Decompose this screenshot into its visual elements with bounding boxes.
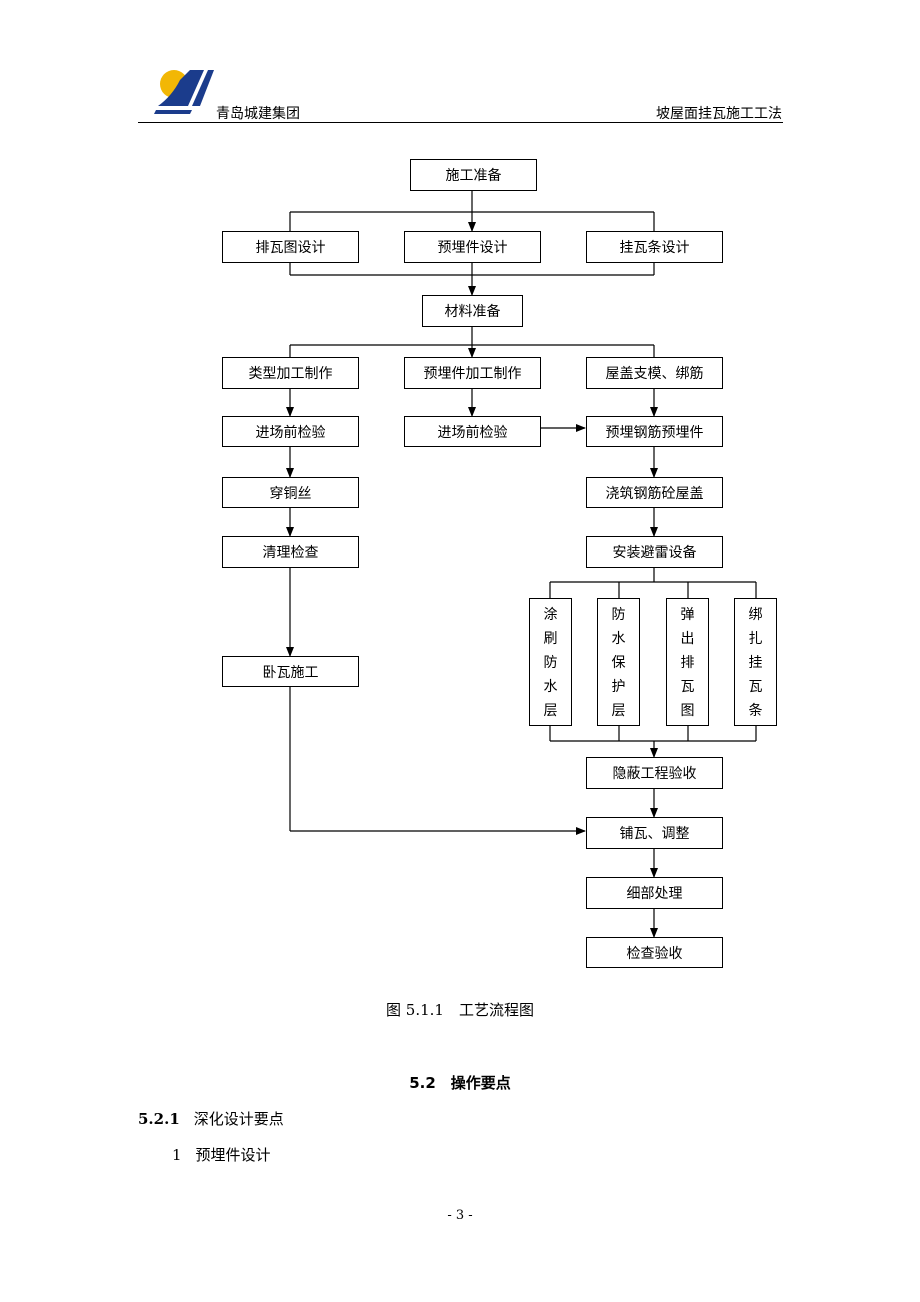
subsection-text: 深化设计要点: [193, 1110, 284, 1128]
flow-box-material-prep: 材料准备: [422, 295, 523, 327]
vertical-char: 绑: [748, 607, 763, 623]
list-item-number: 1: [172, 1146, 182, 1164]
flow-box-vertical-layout: 弹出排瓦图: [666, 598, 709, 726]
vertical-char: 涂: [543, 607, 558, 623]
list-item-text: 预埋件设计: [195, 1146, 271, 1164]
vertical-char: 水: [543, 679, 558, 695]
subsection-heading: 5.2.1 深化设计要点: [138, 1108, 284, 1129]
flowchart-connectors: [286, 190, 757, 938]
flow-box-inspect-mid: 进场前检验: [404, 416, 541, 447]
vertical-char: 防: [611, 607, 626, 623]
vertical-char: 刷: [543, 631, 558, 647]
vertical-char: 层: [543, 703, 558, 719]
flow-box-vertical-batten: 绑扎挂瓦条: [734, 598, 777, 726]
flow-box-design-batten: 挂瓦条设计: [586, 231, 723, 263]
flow-box-design-tile-layout: 排瓦图设计: [222, 231, 359, 263]
flow-box-lightning: 安装避雷设备: [586, 536, 723, 568]
subsection-number: 5.2.1: [138, 1110, 180, 1128]
vertical-char: 瓦: [748, 679, 763, 695]
flow-box-lay-tile: 卧瓦施工: [222, 656, 359, 687]
flow-box-design-embedded: 预埋件设计: [404, 231, 541, 263]
vertical-char: 保: [611, 655, 626, 671]
vertical-char: 层: [611, 703, 626, 719]
flow-box-vertical-protect: 防水保护层: [597, 598, 640, 726]
flow-box-concealed-accept: 隐蔽工程验收: [586, 757, 723, 789]
flow-box-tile-adjust: 铺瓦、调整: [586, 817, 723, 849]
vertical-char: 排: [680, 655, 695, 671]
vertical-char: 防: [543, 655, 558, 671]
flow-box-clean-check: 清理检查: [222, 536, 359, 568]
header-company: 青岛城建集团: [216, 106, 300, 122]
flow-box-roof-formwork: 屋盖支模、绑筋: [586, 357, 723, 389]
vertical-char: 弹: [680, 607, 695, 623]
section-heading: 5.2 操作要点: [409, 1074, 511, 1092]
flow-box-vertical-waterproof: 涂刷防水层: [529, 598, 572, 726]
vertical-char: 护: [611, 679, 626, 695]
flow-box-prep: 施工准备: [410, 159, 537, 191]
flow-box-embed-rebar: 预埋钢筋预埋件: [586, 416, 723, 447]
vertical-char: 出: [680, 631, 695, 647]
flow-box-copper-wire: 穿铜丝: [222, 477, 359, 508]
flow-box-embedded-processing: 预埋件加工制作: [404, 357, 541, 389]
list-item: 1 预埋件设计: [172, 1144, 271, 1165]
page-number: - 3 -: [447, 1208, 473, 1223]
company-logo: [152, 66, 216, 114]
vertical-char: 图: [680, 703, 695, 719]
vertical-char: 瓦: [680, 679, 695, 695]
vertical-char: 水: [611, 631, 626, 647]
flow-box-final-accept: 检查验收: [586, 937, 723, 968]
flow-box-detail: 细部处理: [586, 877, 723, 909]
flow-box-type-processing: 类型加工制作: [222, 357, 359, 389]
vertical-char: 条: [748, 703, 763, 719]
flow-box-inspect-left: 进场前检验: [222, 416, 359, 447]
header-doc-title: 坡屋面挂瓦施工工法: [656, 106, 782, 122]
figure-caption: 图 5.1.1 工艺流程图: [386, 1001, 534, 1019]
header-rule: [138, 122, 783, 123]
vertical-char: 扎: [748, 631, 763, 647]
vertical-char: 挂: [748, 655, 763, 671]
flow-box-pour-concrete: 浇筑钢筋砼屋盖: [586, 477, 723, 508]
